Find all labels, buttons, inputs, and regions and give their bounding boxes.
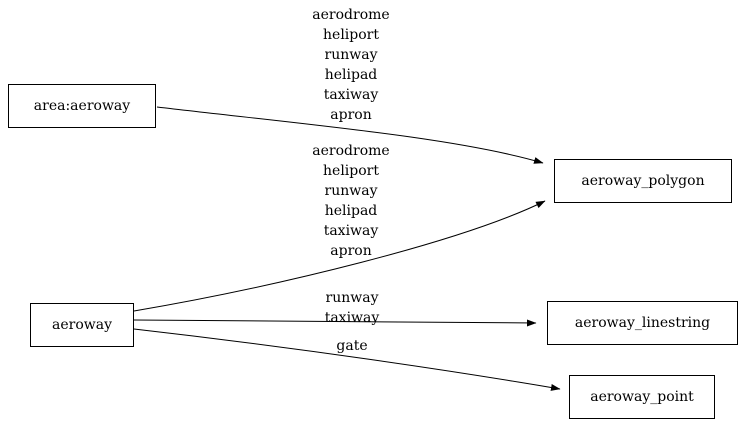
edge-label-aeroway-to-point: gate <box>336 338 368 354</box>
node-area-aeroway: area:aeroway <box>8 84 156 128</box>
edge-label-aeroway-to-linestring: runway taxiway <box>324 290 380 326</box>
node-aeroway-point-label: aeroway_point <box>590 389 694 405</box>
node-aeroway-polygon: aeroway_polygon <box>554 159 732 203</box>
node-aeroway: aeroway <box>30 303 134 347</box>
node-area-aeroway-label: area:aeroway <box>33 98 131 114</box>
node-aeroway-point: aeroway_point <box>569 375 715 419</box>
node-aeroway-label: aeroway <box>52 317 112 333</box>
node-aeroway-polygon-label: aeroway_polygon <box>581 173 705 189</box>
edge-label-aeroway-to-polygon: aerodrome heliport runway helipad taxiwa… <box>312 143 390 259</box>
edge-area-aeroway-to-aeroway-polygon <box>156 106 544 164</box>
node-aeroway-linestring-label: aeroway_linestring <box>574 315 711 331</box>
node-aeroway-linestring: aeroway_linestring <box>547 301 738 345</box>
edge-aeroway-to-aeroway-point <box>133 328 561 391</box>
edge-aeroway-to-aeroway-polygon <box>133 200 546 312</box>
edge-label-area-aeroway-to-polygon: aerodrome heliport runway helipad taxiwa… <box>312 7 390 123</box>
